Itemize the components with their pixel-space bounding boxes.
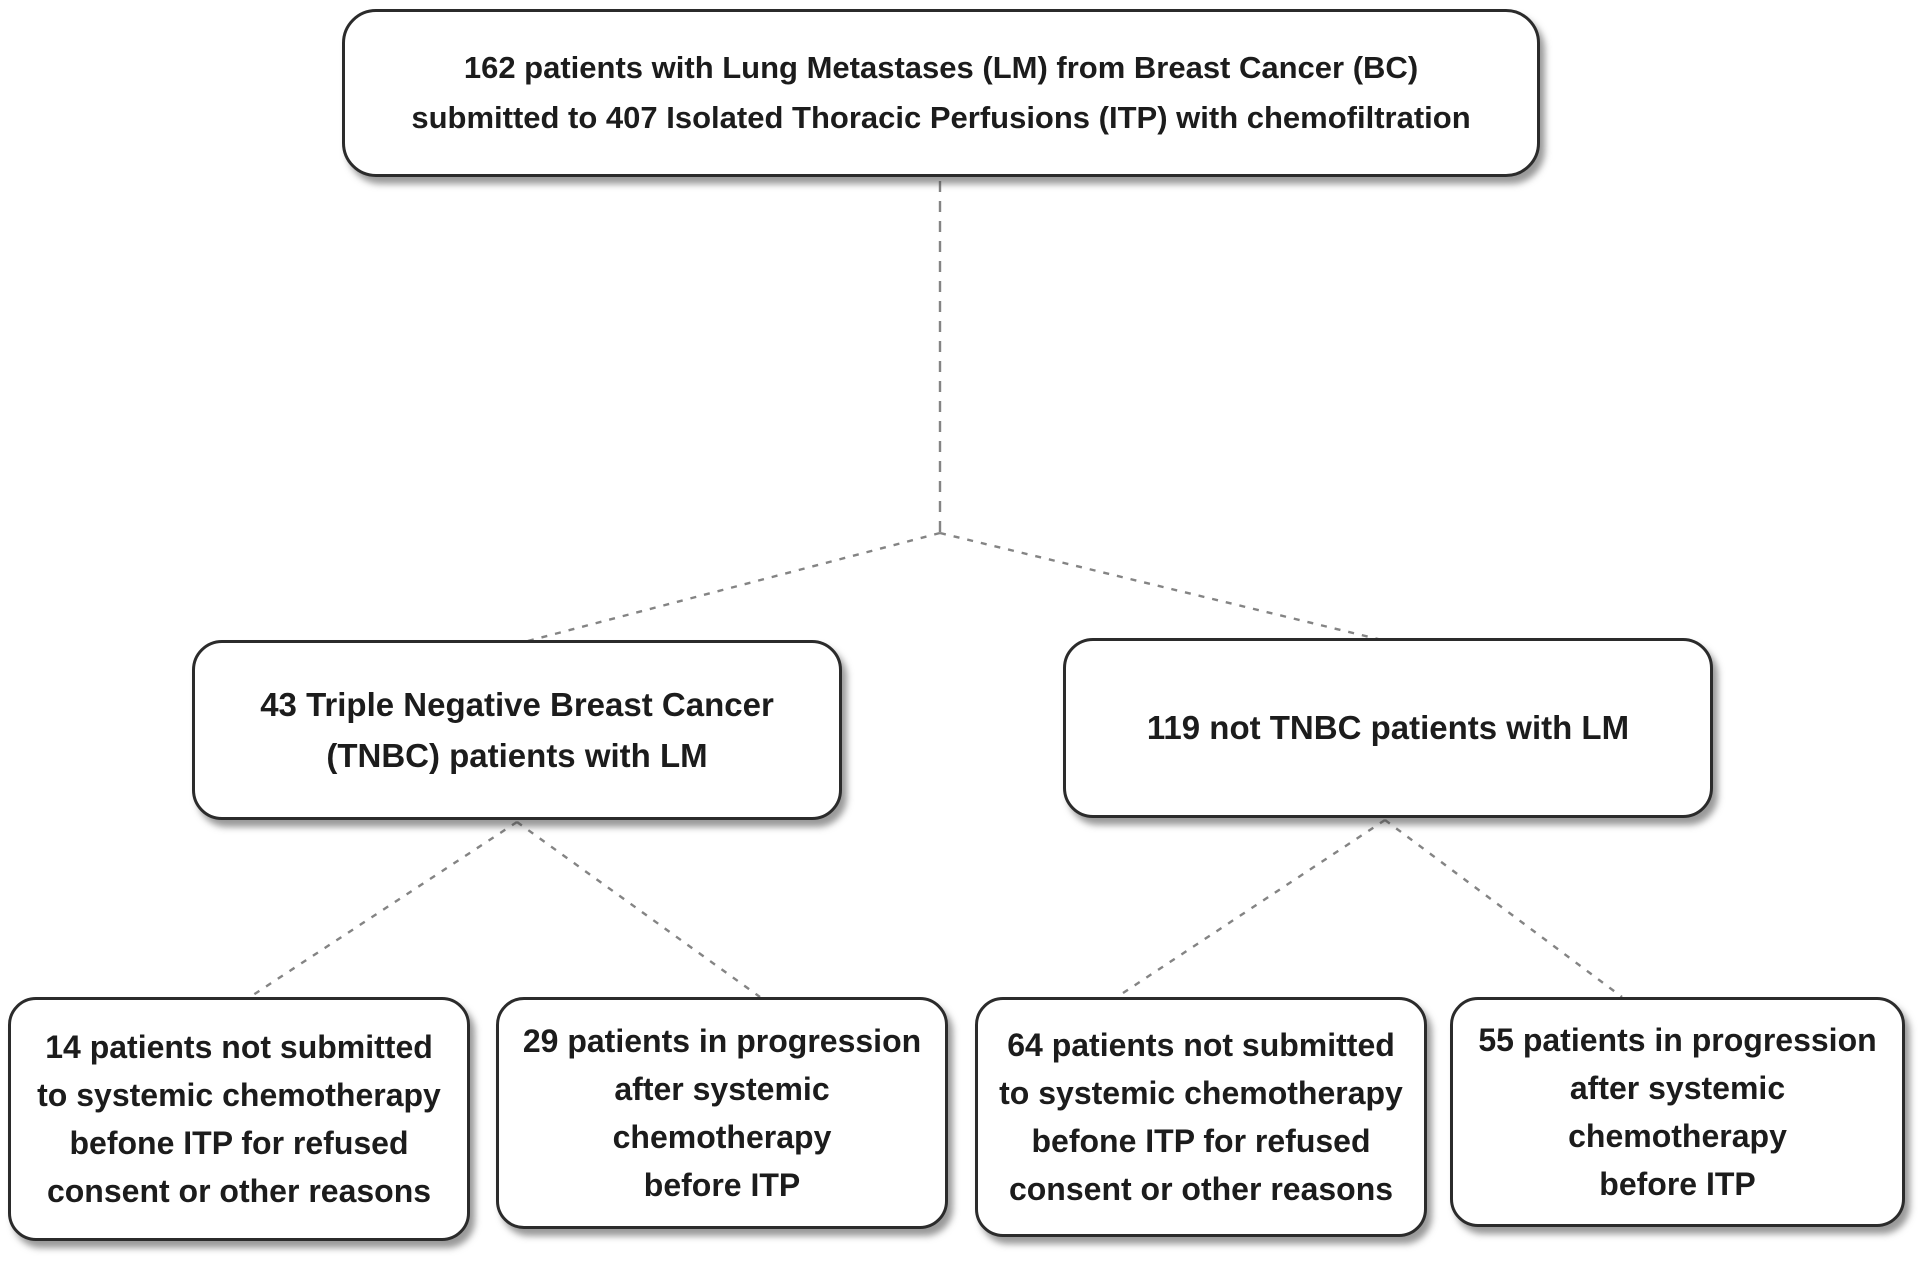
leaf4-line2: after systemic xyxy=(1569,1070,1786,1106)
node-not-tnbc-patients: 119 not TNBC patients with LM xyxy=(1063,638,1713,818)
node-tnbc-progression: 29 patients in progression after systemi… xyxy=(496,997,948,1229)
node-root-patients: 162 patients with Lung Metastases (LM) f… xyxy=(342,9,1540,177)
leaf3-line3: befone ITP for refused xyxy=(1031,1123,1371,1159)
leaf1-line1: 14 patients not submitted xyxy=(45,1029,433,1065)
node-tnbc-not-submitted: 14 patients not submitted to systemic ch… xyxy=(8,997,470,1241)
connector-root-to-tnbc xyxy=(523,531,941,644)
leaf3-line1: 64 patients not submitted xyxy=(1007,1027,1395,1063)
connector-not-tnbc-to-leaf4 xyxy=(1384,819,1623,998)
leaf1-line4: consent or other reasons xyxy=(46,1173,432,1209)
node-tnbc-line2: (TNBC) patients with LM xyxy=(326,737,708,774)
connector-root-to-not-tnbc xyxy=(939,531,1383,642)
connector-not-tnbc-to-leaf3 xyxy=(1116,818,1386,999)
node-not-tnbc-progression: 55 patients in progression after systemi… xyxy=(1450,997,1905,1227)
leaf2-line2: after systemic xyxy=(614,1071,830,1107)
leaf4-line3: chemotherapy xyxy=(1568,1118,1787,1154)
leaf2-line4: before ITP xyxy=(643,1167,801,1203)
connector-tnbc-to-leaf1 xyxy=(249,820,518,999)
node-root-line1: 162 patients with Lung Metastases (LM) f… xyxy=(463,49,1419,85)
node-not-tnbc-line1: 119 not TNBC patients with LM xyxy=(1146,709,1630,747)
leaf4-line4: before ITP xyxy=(1599,1166,1756,1202)
node-not-tnbc-not-submitted: 64 patients not submitted to systemic ch… xyxy=(975,997,1427,1237)
node-tnbc-patients: 43 Triple Negative Breast Cancer (TNBC) … xyxy=(192,640,842,820)
leaf3-line2: to systemic chemotherapy xyxy=(999,1075,1403,1111)
leaf1-line2: to systemic chemotherapy xyxy=(37,1077,441,1113)
node-root-line2: submitted to 407 Isolated Thoracic Perfu… xyxy=(411,100,1471,135)
leaf1-line3: befone ITP for refused xyxy=(69,1125,409,1161)
node-tnbc-line1: 43 Triple Negative Breast Cancer xyxy=(260,685,774,723)
leaf3-line4: consent or other reasons xyxy=(1008,1171,1394,1207)
leaf2-line3: chemotherapy xyxy=(612,1119,832,1155)
leaf2-line1: 29 patients in progression xyxy=(522,1023,922,1059)
connector-tnbc-to-leaf2 xyxy=(516,821,761,998)
leaf4-line1: 55 patients in progression xyxy=(1478,1022,1877,1058)
